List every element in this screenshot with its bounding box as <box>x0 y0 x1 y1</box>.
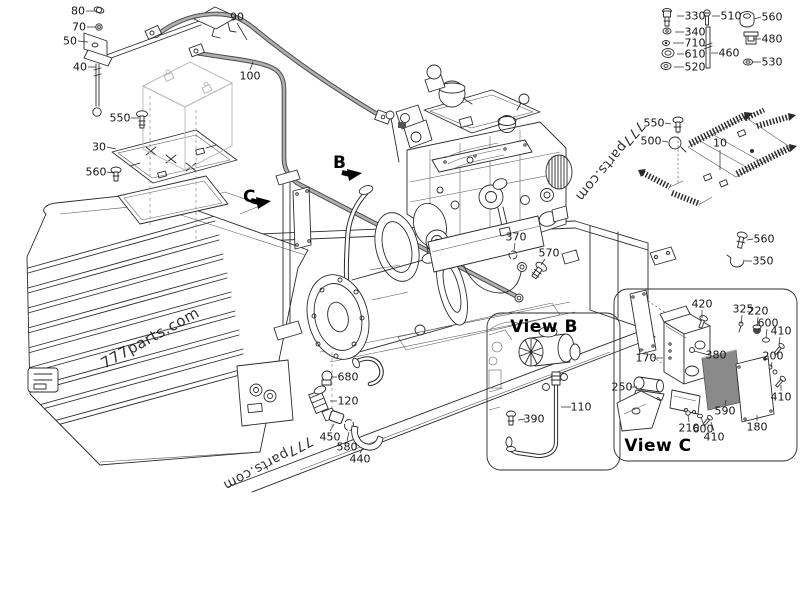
nut-icon <box>542 383 550 391</box>
bolt-icon <box>772 369 778 375</box>
nut-icon <box>662 27 672 35</box>
oil-pan <box>427 215 545 273</box>
leader-line-500 <box>661 140 669 143</box>
leader-line-580 <box>346 431 350 442</box>
engine <box>385 64 573 273</box>
starter-motor <box>518 326 581 367</box>
grommet-icon <box>661 48 675 58</box>
view-c-box <box>613 288 798 462</box>
screw-icon <box>689 347 695 353</box>
washer-icon <box>697 413 703 419</box>
view-b-box <box>486 312 621 471</box>
leader-line-550 <box>664 122 672 125</box>
leader-line-200 <box>770 361 773 368</box>
view-b-title: View B <box>510 317 578 337</box>
bolt-icon <box>736 231 748 249</box>
cable-terminal-icon <box>188 43 205 58</box>
o-ring-icon <box>508 250 518 260</box>
cover-210 <box>669 389 701 415</box>
section-letter-b: B <box>333 153 346 173</box>
leader-line-380 <box>693 350 710 356</box>
alternator <box>545 154 573 190</box>
view-c-title: View C <box>624 436 692 456</box>
section-marker-b: B <box>333 153 346 173</box>
leader-line-570 <box>540 258 546 266</box>
leader-line-590 <box>724 399 727 406</box>
turbo <box>478 184 504 210</box>
leader-line-560 <box>106 171 115 174</box>
dipstick <box>385 110 395 120</box>
cable-terminal-icon <box>144 24 162 40</box>
clamp-icon <box>729 257 745 268</box>
leader-line-410 <box>778 336 781 345</box>
valve-cover <box>423 89 541 134</box>
clamp-icon <box>668 136 682 150</box>
section-marker-c: C <box>243 187 255 207</box>
wire-harness <box>638 107 797 207</box>
lifting-eye <box>518 93 530 105</box>
leader-line-100 <box>249 61 254 71</box>
screw-icon <box>702 414 713 426</box>
battery-mount-plate <box>117 175 229 225</box>
panel-180 <box>735 355 775 423</box>
section-arrow-b <box>341 169 362 181</box>
cap-icon <box>739 11 755 28</box>
leader-line-600 <box>765 328 768 339</box>
leader-line-600 <box>700 416 704 424</box>
mount-panel <box>292 186 312 250</box>
nut-icon <box>560 373 568 381</box>
ring-and-bolt <box>508 250 548 280</box>
section-arrow-c <box>250 197 271 209</box>
leader-line-370 <box>513 242 516 251</box>
hardware-column <box>660 8 759 70</box>
bolt-icon <box>531 261 548 280</box>
starter-cable <box>458 248 522 294</box>
leader-line-560 <box>753 16 762 20</box>
battery-tray <box>111 96 238 240</box>
drain-sensor-parts <box>308 346 384 451</box>
leader-line-450 <box>329 423 335 432</box>
leader-line-325 <box>740 314 743 325</box>
leader-line-390 <box>517 418 526 421</box>
washer-icon <box>660 62 672 70</box>
leader-line-410 <box>710 421 715 432</box>
machine-body <box>26 191 309 466</box>
o-ring-icon <box>344 419 354 431</box>
washer-icon <box>506 446 516 452</box>
leader-line-90 <box>236 22 248 41</box>
bracket-icon <box>616 390 662 432</box>
leader-line-220 <box>756 316 759 327</box>
grille-louvers <box>27 215 248 434</box>
hook-rod-icon <box>92 107 102 117</box>
leader-line-30 <box>106 146 117 150</box>
panel-icon <box>629 289 657 355</box>
leader-line-210 <box>687 414 690 423</box>
side-bolt-clamp <box>726 231 748 268</box>
section-letter-c: C <box>243 187 256 207</box>
leader-line-440 <box>359 447 364 454</box>
shield-440 <box>351 425 384 451</box>
leader-line-560 <box>746 238 754 241</box>
screw-icon <box>775 375 787 388</box>
leader-line-50 <box>77 40 89 43</box>
